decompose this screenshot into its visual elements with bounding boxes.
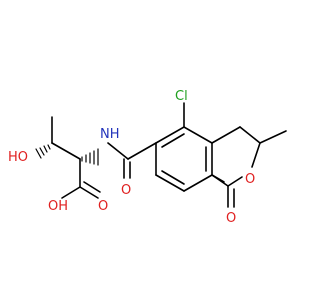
atom-ho: HO — [8, 150, 28, 165]
bond — [127, 142, 157, 160]
bond-inner — [161, 170, 185, 185]
atom-nh: NH — [100, 127, 120, 142]
bond — [211, 174, 229, 187]
atom-cl: Cl — [175, 89, 188, 104]
bond-inner — [161, 133, 185, 148]
bond — [259, 130, 287, 144]
bond — [155, 174, 185, 192]
bond — [107, 142, 129, 160]
bond — [183, 126, 213, 144]
atom-o-lactone: O — [226, 211, 236, 226]
bond — [251, 142, 261, 168]
bond — [51, 142, 81, 160]
hashed-wedge-bond — [81, 148, 99, 166]
bond — [83, 181, 101, 193]
bond — [239, 126, 261, 144]
atom-oh: OH — [48, 199, 68, 214]
atom-o-ring: O — [245, 172, 255, 187]
bond — [155, 126, 185, 144]
bond — [211, 126, 241, 144]
molecule-structure-diagram: Cl NH O O O HO OH O — [8, 89, 287, 226]
hashed-wedge-bond — [35, 144, 51, 159]
stereo-bonds — [35, 144, 99, 166]
atom-labels: Cl NH O O O HO OH O — [8, 89, 255, 226]
bond — [61, 186, 81, 199]
bond — [227, 176, 243, 187]
bond — [79, 186, 99, 199]
bond — [183, 174, 213, 192]
bonds — [51, 102, 287, 208]
atom-o-amide: O — [121, 183, 131, 198]
atom-o-acid: O — [98, 199, 108, 214]
